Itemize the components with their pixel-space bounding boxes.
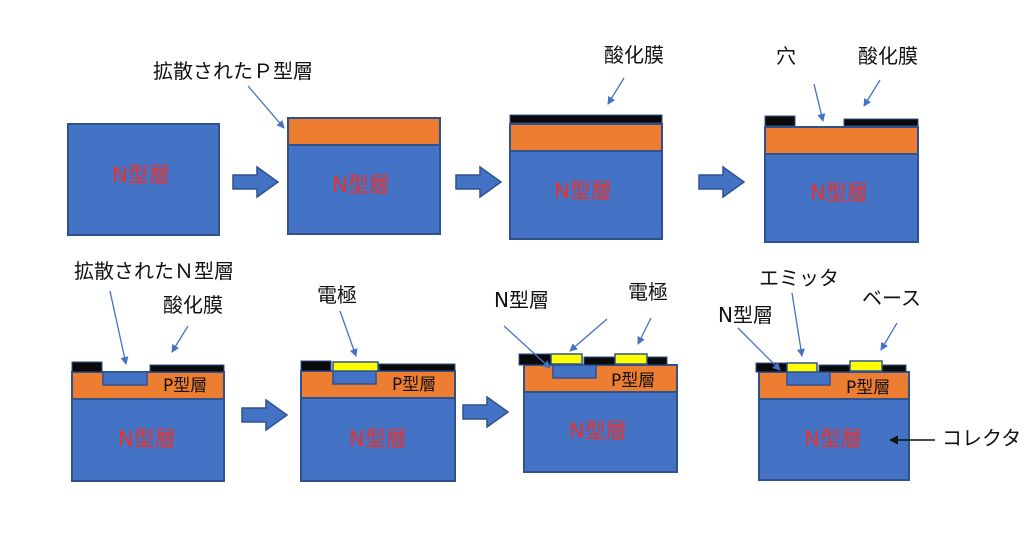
oxide-film bbox=[149, 364, 225, 373]
oxide-film bbox=[378, 363, 456, 372]
collector-label: コレクタ bbox=[942, 426, 1021, 450]
n-layer-callout: N型層 bbox=[718, 303, 773, 327]
leader-line bbox=[880, 322, 898, 351]
leader-line bbox=[503, 325, 551, 369]
oxide-label: 酸化膜 bbox=[604, 43, 664, 67]
step-2-p-diffusion: N型層 拡散されたＰ型層 bbox=[153, 59, 441, 235]
n-layer-label: N型層 bbox=[569, 419, 627, 443]
n-layer-block bbox=[509, 150, 663, 240]
base-label: ベース bbox=[862, 286, 921, 310]
p-layer-label: P型層 bbox=[163, 376, 207, 396]
step-6-electrode: P型層 N型層 電極 bbox=[300, 283, 456, 482]
n-diffusion-region bbox=[332, 370, 377, 385]
leader-line bbox=[607, 77, 625, 105]
step-3-oxide: N型層 酸化膜 bbox=[509, 43, 664, 240]
p-layer-block bbox=[287, 117, 441, 146]
n-layer-block bbox=[71, 398, 225, 482]
p-layer-label: P型層 bbox=[611, 371, 655, 391]
n-layer-label: N型層 bbox=[332, 173, 390, 197]
leader-line bbox=[569, 318, 608, 352]
oxide-film bbox=[764, 115, 796, 127]
leader-line bbox=[171, 325, 189, 353]
n-layer-block bbox=[300, 397, 456, 482]
oxide-film bbox=[509, 114, 663, 124]
p-layer-block bbox=[300, 370, 456, 399]
n-layer-block bbox=[523, 391, 678, 473]
electrode-label: 電極 bbox=[628, 280, 668, 304]
oxide-film bbox=[71, 361, 103, 373]
n-layer-label: N型層 bbox=[554, 179, 612, 203]
n-layer-block bbox=[67, 123, 220, 236]
emitter-electrode bbox=[786, 362, 818, 373]
leader-line bbox=[737, 327, 781, 371]
electrode bbox=[614, 353, 648, 365]
n-diffusion-region bbox=[786, 371, 831, 386]
n-layer-label: N型層 bbox=[810, 181, 868, 205]
n-layer-block bbox=[758, 398, 910, 481]
process-flow-arrow bbox=[232, 165, 280, 199]
step-7-two-electrodes: P型層 N型層 N型層 電極 bbox=[494, 280, 678, 473]
oxide-film bbox=[300, 360, 332, 372]
step-4-oxide-hole: N型層 穴 酸化膜 bbox=[764, 44, 919, 243]
leader-line bbox=[637, 317, 652, 345]
p-layer-block bbox=[758, 371, 910, 400]
n-layer-label: N型層 bbox=[349, 427, 407, 451]
process-flow-arrow bbox=[698, 165, 746, 199]
n-diffusion-region bbox=[102, 371, 148, 386]
oxide-film bbox=[843, 118, 919, 127]
step-1-n-substrate: N型層 bbox=[67, 123, 220, 236]
n-layer-callout: N型層 bbox=[494, 288, 549, 312]
oxide-film bbox=[755, 362, 788, 373]
p-layer-label: P型層 bbox=[846, 378, 890, 398]
n-layer-label: N型層 bbox=[118, 427, 176, 451]
n-layer-block bbox=[287, 144, 441, 235]
leader-line bbox=[247, 85, 285, 129]
process-flow-arrow bbox=[462, 395, 510, 429]
electrode bbox=[550, 353, 583, 365]
n-layer-block bbox=[764, 153, 919, 243]
diffused-p-label: 拡散されたＰ型層 bbox=[153, 59, 313, 83]
process-flow-arrow bbox=[241, 398, 289, 432]
hole-label: 穴 bbox=[776, 44, 796, 68]
leader-line bbox=[109, 290, 129, 365]
p-layer-label: P型層 bbox=[392, 375, 436, 395]
process-flow-arrow bbox=[455, 165, 503, 199]
leader-line bbox=[863, 79, 881, 107]
step-8-finished-transistor: P型層 N型層 エミッタ ベース N型層 コレクタ bbox=[718, 266, 1021, 481]
base-electrode bbox=[849, 360, 883, 372]
step-5-n-diffusion: P型層 N型層 拡散されたＮ型層 酸化膜 bbox=[71, 259, 234, 482]
n-layer-label: N型層 bbox=[804, 427, 862, 451]
electrode-label: 電極 bbox=[317, 283, 357, 307]
electrode bbox=[332, 361, 379, 372]
n-diffusion-region bbox=[552, 364, 597, 379]
p-layer-block bbox=[523, 364, 678, 393]
p-layer-block bbox=[764, 126, 919, 155]
diffused-n-label: 拡散されたＮ型層 bbox=[74, 259, 234, 283]
leader-line bbox=[339, 310, 358, 357]
oxide-label: 酸化膜 bbox=[163, 293, 223, 317]
leader-line bbox=[791, 292, 805, 357]
p-layer-block bbox=[509, 123, 663, 152]
n-layer-label: N型層 bbox=[112, 163, 170, 187]
emitter-label: エミッタ bbox=[759, 266, 839, 290]
leader-line bbox=[813, 83, 826, 122]
oxide-label: 酸化膜 bbox=[858, 44, 918, 68]
p-layer-block bbox=[71, 371, 225, 400]
